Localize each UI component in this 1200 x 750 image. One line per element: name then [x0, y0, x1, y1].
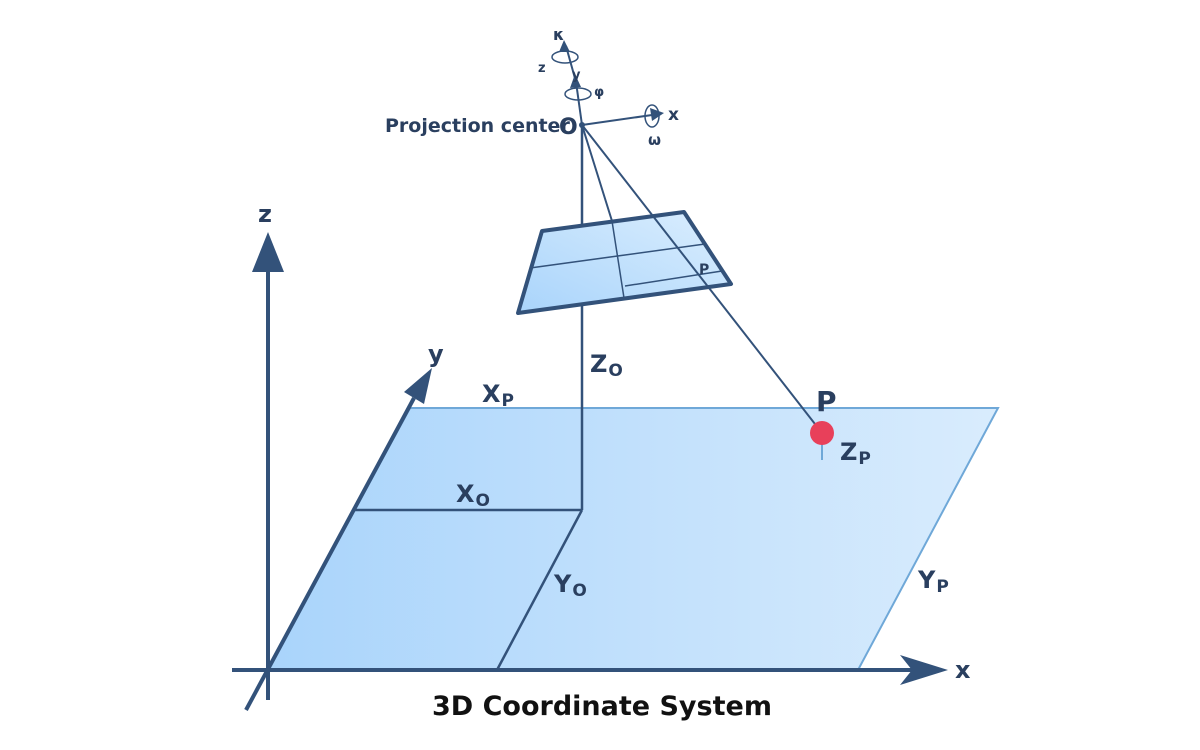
x-p-label: XP [482, 380, 514, 411]
point-p-image-label: P [699, 262, 709, 278]
ray-to-point-p [581, 124, 823, 434]
y-o-line [495, 509, 584, 671]
camera-y-label: y [572, 68, 581, 83]
y-p-label: YP [917, 566, 949, 597]
camera-x-label: x [668, 105, 679, 125]
world-z-label: z [258, 200, 272, 228]
y-o-label: YO [553, 570, 587, 601]
camera-y-axis [575, 81, 583, 126]
ray-to-image-corner [581, 124, 613, 222]
world-y-arrow [404, 368, 432, 404]
x-o-label: XO [456, 480, 490, 511]
z-p-label: ZP [840, 438, 871, 469]
omega-label: ω [648, 131, 661, 149]
projection-center-dot [579, 122, 585, 128]
kappa-rotation-icon [551, 50, 579, 64]
omega-rotation-icon [644, 104, 660, 128]
camera-x-axis [581, 114, 653, 126]
origin-o-label: O [559, 115, 578, 140]
world-x-arrow [900, 655, 948, 685]
kappa-label: κ [553, 25, 564, 44]
phi-label: φ [594, 85, 604, 100]
camera-z-label: z [538, 61, 546, 76]
projection-center-label: Projection center [385, 115, 570, 137]
image-plane [516, 210, 733, 315]
image-grid-line [624, 270, 723, 287]
z-o-label: ZO [590, 350, 623, 381]
ground-plane [266, 407, 1000, 671]
point-p-marker [810, 421, 834, 445]
camera-x-arrow [650, 108, 664, 121]
world-z-arrow [252, 232, 284, 272]
world-y-axis [244, 397, 416, 711]
image-grid-line [611, 220, 625, 299]
point-p-ground-label: P [816, 385, 837, 418]
diagram-caption: 3D Coordinate System [432, 691, 772, 722]
camera-z-arrow [559, 40, 570, 52]
world-y-label: y [428, 340, 444, 368]
world-x-label: x [955, 656, 971, 684]
phi-rotation-icon [564, 87, 592, 101]
